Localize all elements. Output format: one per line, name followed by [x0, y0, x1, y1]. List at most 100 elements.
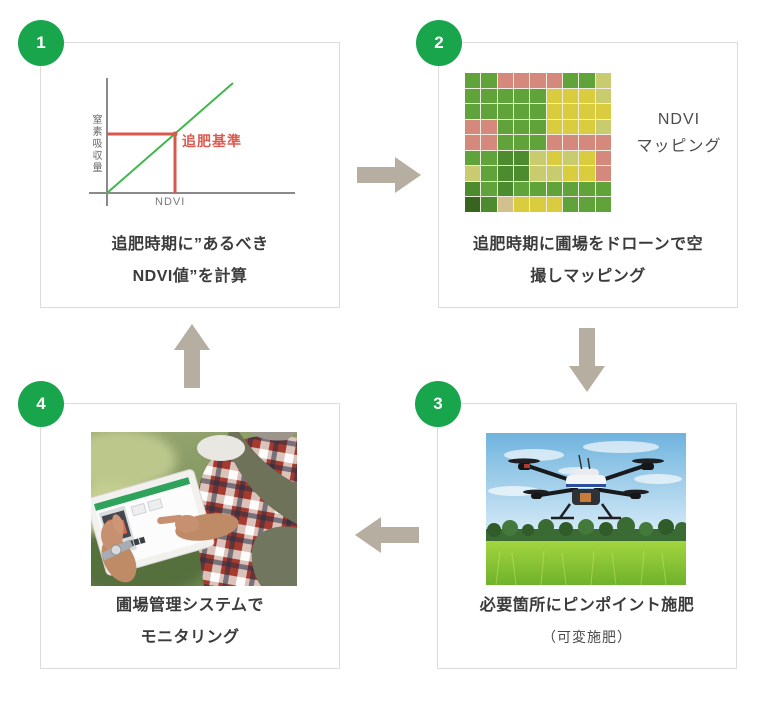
ndvi-cell [562, 119, 579, 135]
ndvi-cell [497, 88, 513, 104]
ndvi-cell [579, 73, 595, 88]
ndvi-cell [579, 135, 595, 150]
step-3-caption-line1: 必要箇所にピンポイント施肥 [479, 597, 695, 614]
step-3-card: 3 [415, 381, 737, 669]
farmer-tablet-photo [91, 432, 297, 586]
step-1-card: 1 窒素吸収量 NDVI 追肥基準 追肥時期に”あるべき NDVI値”を計算 [18, 20, 340, 308]
step-4-badge: 4 [18, 381, 64, 427]
ndvi-cell [595, 150, 611, 166]
ndvi-map-label-line1: NDVI [657, 111, 701, 128]
ndvi-cell [562, 150, 579, 166]
step-3-subcaption: （可変施肥） [542, 629, 632, 645]
ndvi-cell [513, 150, 530, 166]
step-2-card: 2 NDVI マッピング 追肥時期に圃場をドローンで空 撮しマッピング [416, 20, 738, 308]
ndvi-cell [546, 150, 562, 166]
step-2-caption-line2: 撮しマッピング [530, 268, 646, 285]
ndvi-cell [562, 135, 579, 150]
ndvi-cell [481, 104, 497, 119]
ndvi-cell [481, 197, 497, 212]
ndvi-graph-lines [89, 78, 295, 206]
ndvi-cell [546, 197, 562, 212]
ndvi-cell [465, 119, 481, 135]
ndvi-cell [530, 73, 546, 88]
ndvi-cell [513, 181, 530, 197]
drone-icon [508, 454, 664, 520]
ndvi-cell [465, 181, 481, 197]
ndvi-cell [481, 119, 497, 135]
ndvi-cell [546, 73, 562, 88]
ndvi-cell [481, 73, 497, 88]
ndvi-cell [546, 88, 562, 104]
ndvi-cell [513, 166, 530, 181]
step-3-caption: 必要箇所にピンポイント施肥 （可変施肥） [446, 590, 728, 652]
ndvi-cell [562, 104, 579, 119]
step-3-badge: 3 [415, 381, 461, 427]
step-4-caption: 圃場管理システムで モニタリング [49, 590, 331, 654]
ndvi-cell [530, 135, 546, 150]
ndvi-cell [579, 150, 595, 166]
ndvi-cell [497, 166, 513, 181]
ndvi-cell [465, 73, 481, 88]
ndvi-cell [481, 88, 497, 104]
ndvi-cell [595, 166, 611, 181]
ndvi-cell [579, 88, 595, 104]
ndvi-graph: 窒素吸収量 NDVI 追肥基準 [89, 74, 299, 220]
ndvi-cell [497, 197, 513, 212]
ndvi-cell [497, 104, 513, 119]
ndvi-cell [562, 181, 579, 197]
ndvi-cell [579, 166, 595, 181]
ndvi-map-label-line2: マッピング [636, 138, 722, 155]
step-2-badge: 2 [416, 20, 462, 66]
ndvi-cell [595, 135, 611, 150]
step-2-caption: 追肥時期に圃場をドローンで空 撮しマッピング [447, 229, 729, 293]
ndvi-cell [546, 166, 562, 181]
ndvi-cell [546, 181, 562, 197]
ndvi-cell [513, 104, 530, 119]
ndvi-cell [513, 197, 530, 212]
step-4-card: 4 [18, 381, 340, 669]
ndvi-cell [579, 197, 595, 212]
ndvi-cell [530, 181, 546, 197]
step-1-caption: 追肥時期に”あるべき NDVI値”を計算 [49, 229, 331, 293]
step-4-caption-line1: 圃場管理システムで [115, 597, 265, 614]
ndvi-cell [546, 104, 562, 119]
ndvi-cell [481, 166, 497, 181]
ndvi-cell [465, 104, 481, 119]
graph-y-axis-label: 窒素吸収量 [90, 114, 101, 174]
ndvi-cell [497, 150, 513, 166]
ndvi-cell [562, 197, 579, 212]
ndvi-cell [513, 119, 530, 135]
ndvi-cell [579, 119, 595, 135]
graph-x-axis-label: NDVI [155, 196, 186, 208]
ndvi-cell [595, 104, 611, 119]
ndvi-cell [481, 135, 497, 150]
ndvi-cell [595, 73, 611, 88]
ndvi-map-label: NDVI マッピング [627, 106, 731, 160]
ndvi-cell [546, 135, 562, 150]
ndvi-cell [530, 88, 546, 104]
arrow-left-icon [355, 517, 419, 553]
graph-annotation: 追肥基準 [182, 133, 242, 149]
ndvi-cell [497, 181, 513, 197]
ndvi-cell [465, 88, 481, 104]
step-1-caption-line2: NDVI値”を計算 [132, 268, 248, 285]
ndvi-cell [546, 119, 562, 135]
ndvi-cell [595, 119, 611, 135]
ndvi-cell [481, 181, 497, 197]
arrow-down-icon [569, 328, 605, 392]
ndvi-map-grid [465, 73, 611, 212]
ndvi-cell [513, 73, 530, 88]
step-2-caption-line1: 追肥時期に圃場をドローンで空 [472, 236, 704, 253]
ndvi-cell [465, 150, 481, 166]
ndvi-cell [562, 73, 579, 88]
step-4-caption-line2: モニタリング [140, 629, 240, 646]
ndvi-cell [513, 88, 530, 104]
step-1-badge: 1 [18, 20, 64, 66]
ndvi-cell [481, 150, 497, 166]
ndvi-cell [595, 197, 611, 212]
drone-photo [486, 433, 686, 585]
ndvi-cell [595, 88, 611, 104]
ndvi-cell [530, 197, 546, 212]
ndvi-cell [530, 119, 546, 135]
